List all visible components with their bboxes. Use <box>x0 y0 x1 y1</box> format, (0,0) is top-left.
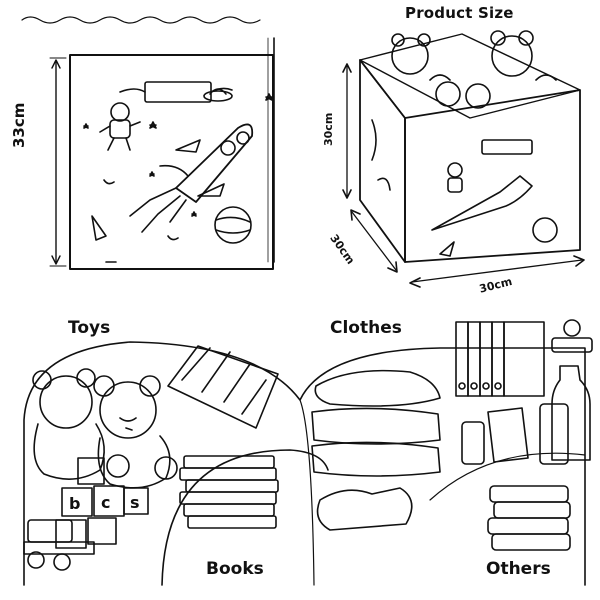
category-others-label: Others <box>486 559 551 579</box>
product-size-title: Product Size <box>405 4 514 22</box>
bottom-scene <box>23 319 593 586</box>
block-letters: b c s <box>69 493 140 513</box>
category-books-label: Books <box>206 559 264 579</box>
category-toys-label: Toys <box>68 318 111 338</box>
front-panel <box>21 16 275 270</box>
category-clothes-label: Clothes <box>330 318 402 338</box>
front-height-label: 33cm <box>10 102 28 148</box>
block-letter-b: b <box>69 494 80 513</box>
box-height-label: 30cm <box>322 112 335 146</box>
block-letter-s: s <box>130 493 140 512</box>
box-3d <box>342 30 585 288</box>
block-letter-c: c <box>101 493 110 512</box>
